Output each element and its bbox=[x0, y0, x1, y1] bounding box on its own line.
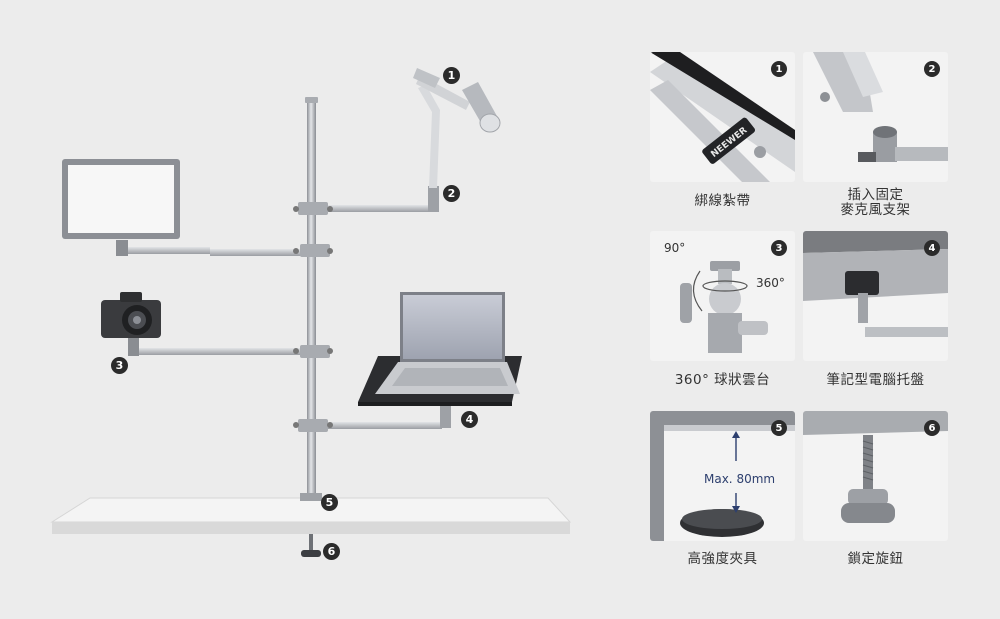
panel-badge-3: 3 bbox=[771, 240, 787, 256]
panel-badge-2: 2 bbox=[924, 61, 940, 77]
callout-badge-3: 3 bbox=[111, 357, 128, 374]
mic-mount-photo bbox=[813, 52, 948, 162]
laptop bbox=[375, 292, 520, 394]
detail-panel-clamp: Max. 80mm 5 bbox=[650, 411, 795, 541]
callout-badge-4: 4 bbox=[461, 411, 478, 428]
caption-laptop-tray: 筆記型電腦托盤 bbox=[826, 372, 925, 388]
caption-mic-mount: 插入固定 麥克風支架 bbox=[840, 187, 911, 218]
panel-badge-6: 6 bbox=[924, 420, 940, 436]
microphone bbox=[462, 82, 501, 133]
caption-locking-knob: 鎖定旋鈕 bbox=[847, 551, 904, 567]
desk bbox=[50, 497, 572, 534]
callout-badge-6: 6 bbox=[323, 543, 340, 560]
detail-panel-ball-head: 90° 360° 3 bbox=[650, 231, 795, 361]
ball-head-photo bbox=[680, 261, 768, 353]
caption-cable-tie: 綁線紮帶 bbox=[694, 193, 751, 209]
callout-badge-5: 5 bbox=[321, 494, 338, 511]
detail-panel-laptop-tray: 4 bbox=[803, 231, 948, 361]
panel-badge-5: 5 bbox=[771, 420, 787, 436]
microphone-arm bbox=[293, 68, 470, 215]
cable-tie-photo: NEEWER bbox=[650, 52, 795, 182]
camera bbox=[101, 292, 161, 338]
locking-knob-photo bbox=[803, 411, 948, 523]
desk-mount-illustration bbox=[50, 68, 572, 557]
center-pole bbox=[307, 100, 316, 500]
camera-arm bbox=[128, 336, 333, 358]
rotate-angle-label: 360° bbox=[756, 276, 785, 290]
light-arm bbox=[116, 240, 333, 257]
detail-panel-cable-tie: NEEWER 1 bbox=[650, 52, 795, 182]
caption-clamp: 高強度夾具 bbox=[687, 551, 758, 567]
desk-clamp bbox=[300, 493, 322, 557]
max-clamp-label: Max. 80mm bbox=[704, 472, 776, 486]
product-stage: 1 2 3 4 5 6 bbox=[50, 67, 572, 560]
panel-badge-4: 4 bbox=[924, 240, 940, 256]
tilt-angle-label: 90° bbox=[664, 241, 686, 255]
panel-badge-1: 1 bbox=[771, 61, 787, 77]
detail-panel-mic-mount: 2 bbox=[803, 52, 948, 182]
laptop-arm bbox=[293, 402, 451, 432]
caption-ball-head: 360° 球狀雲台 bbox=[674, 372, 771, 388]
detail-panel-locking-knob: 6 bbox=[803, 411, 948, 541]
callout-badge-2: 2 bbox=[443, 185, 460, 202]
callout-badge-1: 1 bbox=[443, 67, 460, 84]
laptop-tray-photo bbox=[803, 231, 948, 337]
led-light-panel bbox=[62, 159, 180, 239]
